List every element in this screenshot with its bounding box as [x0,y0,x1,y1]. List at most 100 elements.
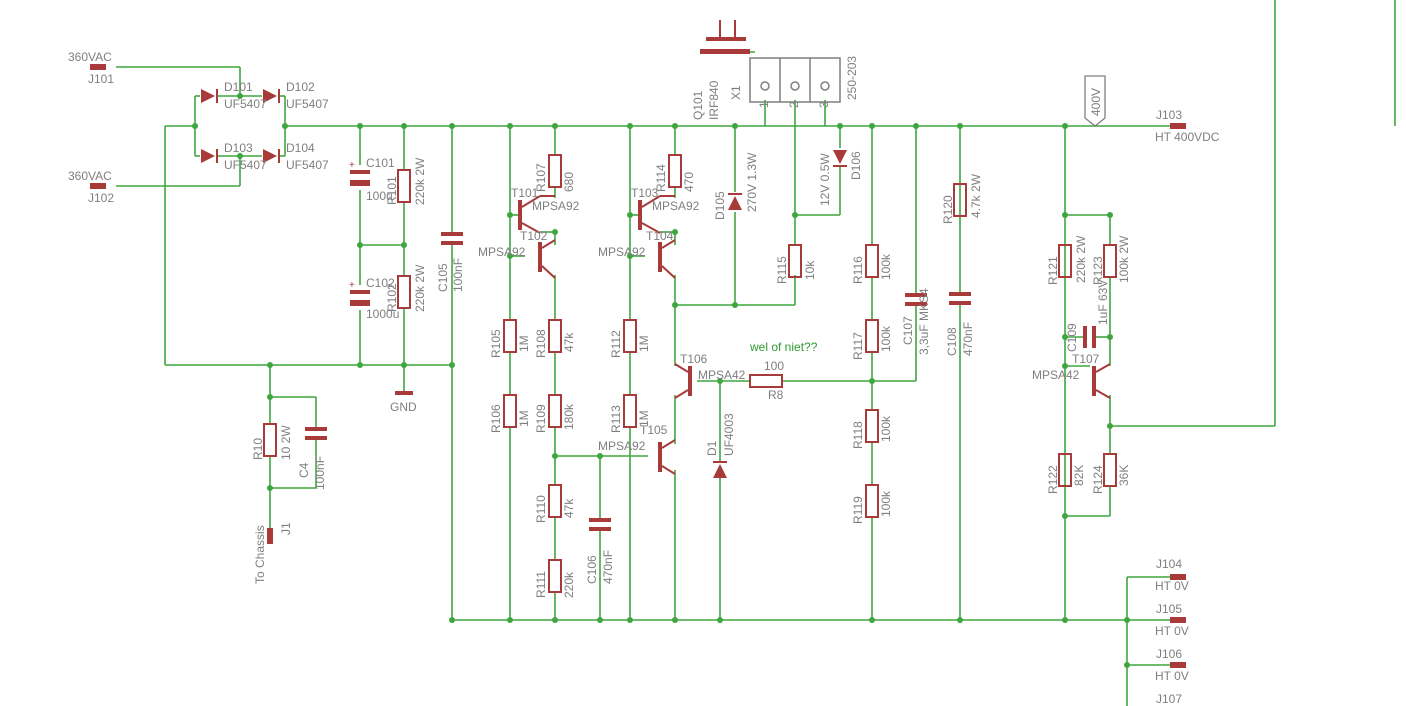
r109-label: R109 [534,404,548,433]
net-400v-label: 400V [1089,88,1103,116]
resistor-r123 [1103,244,1117,278]
capacitor-c106 [589,518,611,531]
r119-label: R119 [851,496,865,524]
r124-value: 36K [1117,465,1131,486]
c108-label: C108 [945,327,959,356]
c107-value: 3,3uF MKS4 [917,288,931,355]
r107-label: R107 [534,163,548,192]
t101-value: MPSA92 [532,199,580,213]
r108-value: 47k [562,332,576,352]
d102-value: UF5407 [286,97,329,111]
r105-label: R105 [489,329,503,358]
r112-value: 1M [637,335,651,352]
q101-label: Q101 [691,90,705,120]
r10-value: 10 2W [279,425,293,460]
x1-label: X1 [729,85,743,100]
j105-pad [1170,617,1186,623]
j107-label: J107 [1156,692,1182,706]
t102-value: MPSA92 [478,245,526,259]
diode-d1 [713,461,727,478]
x1-pin3: 3 [817,101,831,108]
c106-label: C106 [585,555,599,584]
r107-value: 680 [562,172,576,192]
resistor-r102 [397,275,411,309]
capacitor-c109 [1083,326,1096,348]
diode-d102 [263,89,280,103]
resistor-r109 [548,394,562,428]
j105-label: J105 [1156,602,1182,616]
resistor-r111 [548,559,562,593]
r122-label: R122 [1046,465,1060,494]
c4-label: C4 [297,462,311,478]
d103-value: UF5407 [224,158,267,172]
d104-label: D104 [286,141,315,155]
j103-pad [1170,123,1186,129]
resistor-r105 [503,319,517,353]
capacitor-c4 [305,427,327,440]
r113-value: 1M [637,410,651,427]
r113-label: R113 [609,405,623,433]
d1-value: UF4003 [722,413,736,456]
r8-value: 100 [764,359,784,373]
r114-label: R114 [654,164,668,192]
j1-value: To Chassis [253,525,267,584]
transistor-t104 [658,239,676,279]
t106-label: T106 [680,352,708,366]
t105-value: MPSA92 [598,439,646,453]
r101-label: R101 [385,176,399,205]
resistor-r124 [1103,453,1117,487]
r120-value: 4.7k 2W [969,173,983,218]
j102-pad [90,183,106,189]
j101-label: J101 [88,72,114,86]
capacitor-c102: + [349,280,370,306]
design-note: wel of niet?? [749,340,818,354]
t102-label: T102 [520,229,548,243]
c109-value: 1uF 63V [1096,280,1110,325]
r102-label: R102 [385,283,399,312]
zener-d106 [833,150,847,167]
labels: 360VAC J101 360VAC J102 D101 UF5407 D102… [68,50,1220,706]
r108-label: R108 [534,329,548,358]
r8-label: R8 [768,388,784,402]
j104-value: HT 0V [1155,579,1189,593]
r118-label: R118 [851,421,865,449]
t107-label: T107 [1072,352,1100,366]
transistor-t106 [674,363,692,399]
resistor-r122 [1058,453,1072,487]
r109-value: 180k [562,403,576,430]
d1-label: D1 [705,440,719,456]
transistor-t103 [638,195,675,234]
x1-pin2: 2 [787,101,801,108]
d105-label: D105 [713,191,727,220]
r121-value: 220k 2W [1074,235,1088,283]
r121-label: R121 [1046,256,1060,285]
transistor-t105 [658,439,676,475]
t103-value: MPSA92 [652,199,700,213]
j104-pad [1170,574,1186,580]
svg-text:+: + [349,280,355,291]
r111-label: R111 [534,571,548,598]
j1-label: J1 [279,522,293,535]
resistor-r119 [865,484,879,518]
d106-value: 12V 0.5W [818,153,832,206]
c102-value: 1000u [366,307,399,321]
resistor-r101 [397,169,411,203]
resistor-r117 [865,319,879,353]
x1-pin1: 1 [757,101,771,108]
r102-value: 220k 2W [413,264,427,312]
r111-value: 220k [562,571,576,598]
t106-value: MPSA42 [698,368,746,382]
gnd-symbol [395,391,413,395]
j105-value: HT 0V [1155,624,1189,638]
j106-pad [1170,662,1186,668]
r116-value: 100k [879,253,893,280]
resistor-r118 [865,409,879,443]
capacitor-c105 [441,232,463,245]
d105-value: 270V 1.3W [745,152,759,212]
j103-label: J103 [1156,108,1182,122]
r115-value: 10k [803,260,817,280]
gnd-label: GND [390,400,417,414]
c105-label: C105 [436,263,450,292]
j106-label: J106 [1156,647,1182,661]
